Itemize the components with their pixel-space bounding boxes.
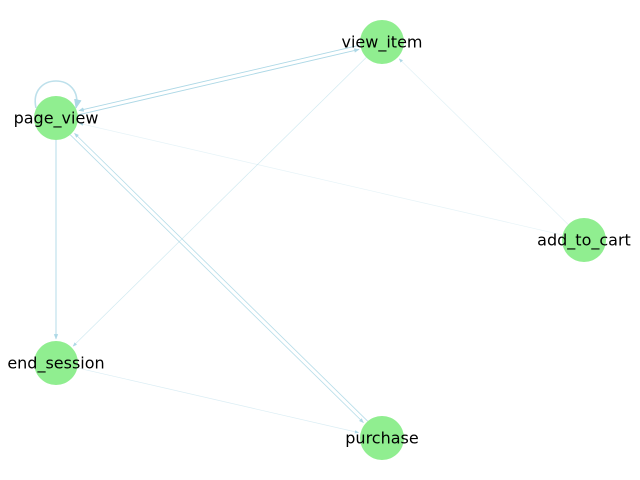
edge-layer <box>34 44 569 434</box>
edge-add-to-cart-to-page-view <box>78 122 563 236</box>
node-end-session: end_session <box>7 341 105 385</box>
node-circle <box>34 341 78 385</box>
node-add-to-cart: add_to_cart <box>537 218 631 262</box>
edge-add-to-cart-to-view-item <box>398 58 569 225</box>
node-page-view: page_view <box>14 96 99 140</box>
node-label: add_to_cart <box>537 231 631 251</box>
node-purchase: purchase <box>345 416 419 460</box>
node-label: view_item <box>342 33 423 53</box>
edge-page-view-to-page-view <box>34 80 82 109</box>
edge-view-item-to-page-view <box>78 44 361 112</box>
node-circle <box>562 218 606 262</box>
edge-page-view-to-view-item <box>77 48 360 116</box>
node-circle <box>360 416 404 460</box>
node-label: page_view <box>14 109 99 129</box>
node-label: purchase <box>345 429 418 448</box>
node-view-item: view_item <box>342 20 423 64</box>
edge-purchase-to-page-view <box>74 133 368 422</box>
node-circle <box>34 96 78 140</box>
edge-end-session-to-purchase <box>77 367 360 434</box>
node-layer: page_view view_item add_to_cart end_session… <box>7 20 631 460</box>
edge-view-item-to-end-session <box>72 57 367 347</box>
node-circle <box>360 20 404 64</box>
edge-page-view-to-purchase <box>70 134 364 423</box>
node-label: end_session <box>7 354 104 374</box>
